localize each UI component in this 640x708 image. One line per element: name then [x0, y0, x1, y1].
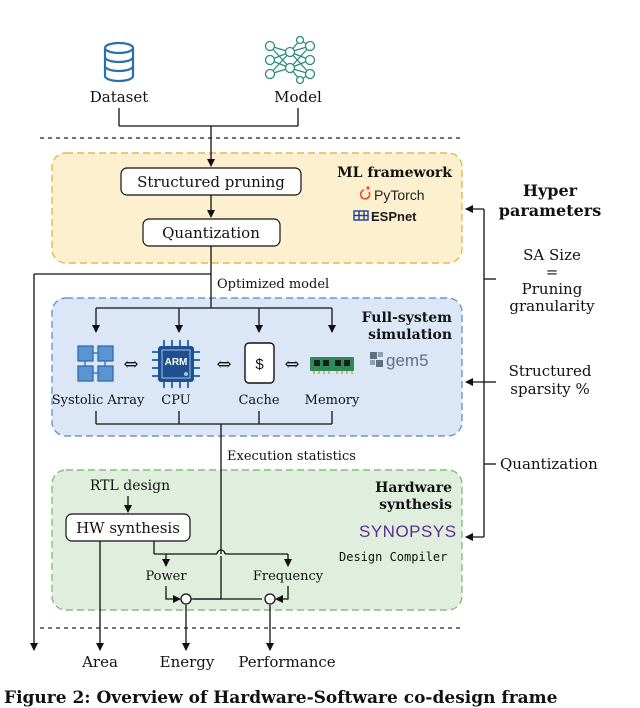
structured-pruning-label: Structured pruning — [137, 173, 285, 191]
dataset-label: Dataset — [90, 88, 149, 106]
synopsys-logo-text: SYNOPSYS — [359, 522, 457, 541]
bidirectional-arrow-icon: ⇔ — [216, 354, 231, 375]
cache-label: Cache — [238, 393, 279, 408]
pytorch-flame-icon — [359, 186, 371, 200]
database-icon — [103, 41, 135, 83]
structured-sparsity-line1: Structured — [509, 362, 592, 380]
performance-combiner-node — [264, 593, 276, 605]
hw-synthesis-label: HW synthesis — [76, 519, 180, 537]
cpu-chip-label: ARM — [165, 357, 188, 368]
gem5-logo-icon — [370, 352, 383, 367]
energy-combiner-node — [180, 593, 192, 605]
design-compiler-label: Design Compiler — [339, 550, 447, 564]
full-system-title-line1: Full-system — [362, 310, 453, 326]
cpu-chip-icon — [152, 340, 200, 388]
quantization-label: Quantization — [162, 224, 260, 242]
hyper-parameters-title-line2: parameters — [499, 201, 601, 220]
neural-network-icon — [264, 35, 316, 85]
bidirectional-arrow-icon: ⇔ — [284, 354, 299, 375]
systolic-array-label: Systolic Array — [52, 393, 145, 408]
memory-label: Memory — [305, 393, 360, 408]
optimized-model-connector — [30, 246, 336, 651]
power-label: Power — [145, 569, 187, 584]
sa-size-line2: = — [546, 263, 559, 281]
cache-symbol: $ — [255, 356, 264, 373]
bidirectional-arrow-icon: ⇔ — [123, 354, 138, 375]
hyper-parameters-connector — [465, 205, 496, 541]
execution-statistics-connector — [95, 411, 333, 599]
sa-size-line1: SA Size — [523, 246, 581, 264]
hardware-synthesis-title-line2: synthesis — [379, 497, 452, 513]
sa-size-line3: Pruning — [522, 280, 583, 298]
pytorch-logo-text: PyTorch — [374, 187, 425, 203]
espnet-icon — [353, 210, 369, 221]
execution-statistics-label: Execution statistics — [227, 449, 356, 464]
systolic-array-icon — [77, 345, 114, 382]
espnet-logo-text: ESPnet — [371, 209, 417, 224]
optimized-model-label: Optimized model — [217, 277, 329, 292]
full-system-title-line2: simulation — [368, 327, 452, 343]
frequency-label: Frequency — [253, 569, 324, 584]
hw-synthesis-box — [65, 513, 191, 542]
cache-icon — [244, 342, 275, 384]
cpu-label: CPU — [161, 393, 190, 408]
ml-framework-title: ML framework — [337, 165, 452, 181]
structured-sparsity-line2: sparsity % — [510, 380, 589, 398]
input-merge-connector — [118, 108, 299, 167]
area-output-label: Area — [81, 653, 118, 671]
model-label: Model — [274, 88, 322, 106]
performance-output-label: Performance — [238, 653, 335, 671]
hardware-synthesis-panel — [51, 469, 463, 611]
energy-output-label: Energy — [160, 653, 215, 671]
rtl-design-label: RTL design — [90, 478, 170, 494]
hyper-parameters-title-line1: Hyper — [523, 181, 578, 200]
figure-caption: Figure 2: Overview of Hardware-Software … — [4, 688, 558, 708]
sa-size-line4: granularity — [509, 297, 595, 315]
hardware-synthesis-title-line1: Hardware — [375, 480, 452, 496]
memory-module-icon — [310, 357, 354, 374]
quantization-hyperparameter-label: Quantization — [500, 455, 598, 473]
gem5-logo-text: gem5 — [386, 351, 429, 370]
